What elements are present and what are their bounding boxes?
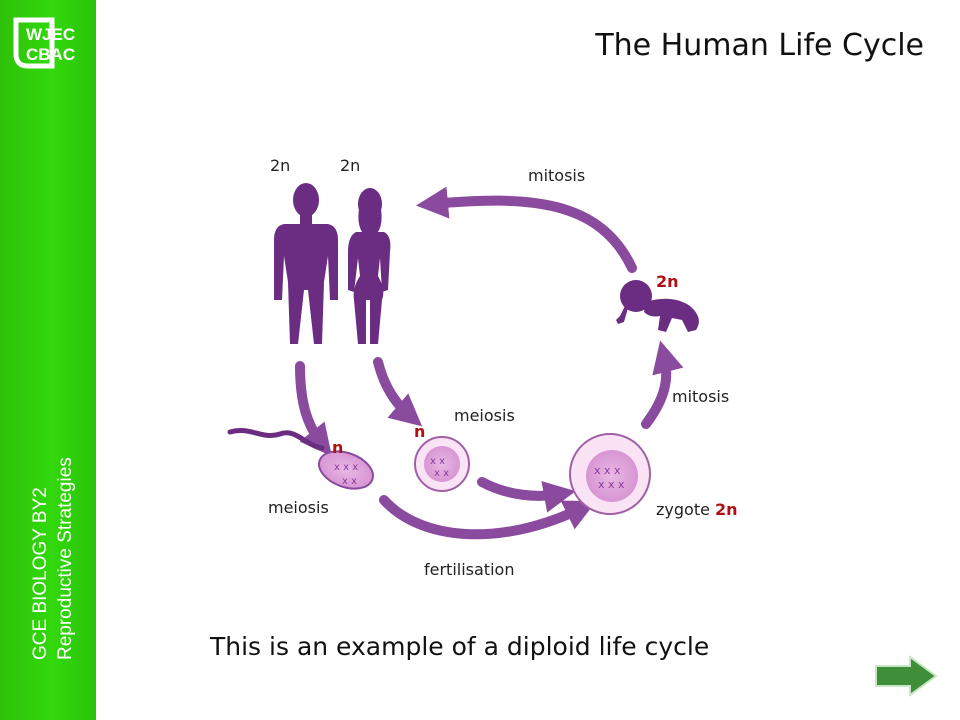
arrow-mitosis-top xyxy=(416,186,637,273)
zygote-label: zygote 2n xyxy=(656,500,738,519)
logo-line2: CBAC xyxy=(26,45,75,64)
mitosis-right-label: mitosis xyxy=(672,387,730,406)
svg-text:x x: x x xyxy=(434,468,449,479)
baby-ploidy-label: 2n xyxy=(656,272,679,291)
logo-line1: WJEC xyxy=(26,25,75,44)
female-ploidy-label: 2n xyxy=(340,156,361,175)
arrow-egg-zygote xyxy=(477,477,576,513)
meiosis-egg-label: meiosis xyxy=(454,406,515,425)
female-figure-icon xyxy=(348,188,391,344)
arrow-mitosis-right xyxy=(641,340,684,429)
slide-title: The Human Life Cycle xyxy=(595,28,924,63)
arrow-meiosis-female xyxy=(373,357,423,427)
male-figure-icon xyxy=(274,183,338,344)
male-ploidy-label: 2n xyxy=(270,156,291,175)
svg-text:x x x: x x x xyxy=(334,462,358,473)
egg-icon: x x x x xyxy=(414,436,470,492)
sperm-icon: x x x x x xyxy=(227,428,374,490)
sperm-ploidy-label: n xyxy=(332,438,344,457)
svg-text:x x x: x x x xyxy=(598,478,625,491)
mitosis-top-label: mitosis xyxy=(528,166,586,185)
egg-ploidy-label: n xyxy=(414,422,426,441)
slide-caption: This is an example of a diploid life cyc… xyxy=(210,632,710,661)
wjec-logo: WJEC CBAC xyxy=(13,17,75,69)
sidebar: WJEC CBAC GCE BIOLOGY BY2 Reproductive S… xyxy=(0,0,96,720)
meiosis-sperm-label: meiosis xyxy=(268,498,329,517)
svg-text:x x: x x xyxy=(430,456,445,467)
arrow-meiosis-male xyxy=(295,361,332,457)
zygote-icon: x x x x x x xyxy=(569,433,651,515)
zygote-name: zygote xyxy=(656,500,710,519)
fertilisation-label: fertilisation xyxy=(424,560,515,579)
arrow-fertilisation xyxy=(379,495,597,540)
baby-icon xyxy=(616,280,699,332)
svg-text:x x: x x xyxy=(342,476,357,487)
zygote-ploidy: 2n xyxy=(715,500,738,519)
svg-text:x x x: x x x xyxy=(594,464,621,477)
next-arrow-icon[interactable] xyxy=(872,654,940,698)
